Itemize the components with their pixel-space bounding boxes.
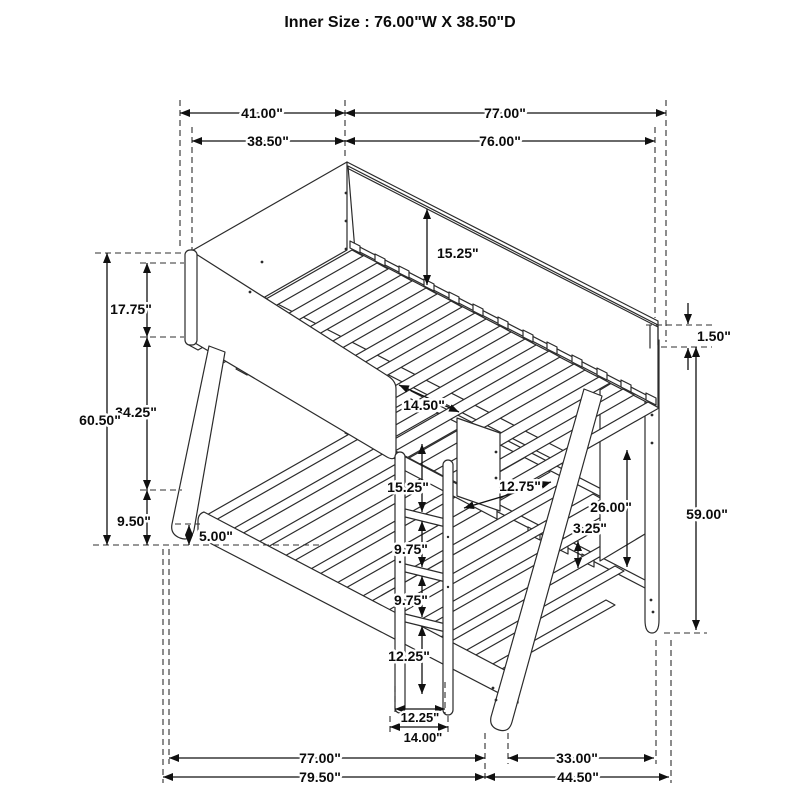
- dim-top-overall-depth: 41.00": [241, 105, 283, 121]
- dim-ladder-outer-width: 14.00": [404, 730, 443, 745]
- dim-rung-gap-upper: 9.75": [394, 541, 428, 557]
- ladder-left-rail: [394, 451, 406, 714]
- dimension-labels: 41.00" 77.00" 38.50" 76.00" 17.75" 34.25…: [77, 103, 734, 788]
- dim-bunk-gap: 34.25": [115, 404, 157, 420]
- dim-footboard-height: 26.00": [590, 499, 632, 515]
- dim-bottom-right-outer: 44.50": [557, 769, 599, 785]
- dim-top-inner-length: 76.00": [479, 133, 521, 149]
- dim-upper-rail-height: 17.75": [110, 301, 152, 317]
- dim-upper-guard-inner: 15.25": [437, 245, 479, 261]
- dim-bottom-inner-length: 77.00": [299, 750, 341, 766]
- dim-bottom-right-inner: 33.00": [556, 750, 598, 766]
- left-front-leg: [171, 345, 226, 540]
- extension-lines: [93, 100, 712, 783]
- dimension-lines: [103, 109, 700, 781]
- ladder: [394, 451, 454, 716]
- dim-guard-to-leg: 12.75": [499, 478, 541, 494]
- dim-lower-slat-lip: 3.25": [573, 520, 607, 536]
- dim-top-overall-length: 77.00": [484, 105, 526, 121]
- front-left-post: [184, 249, 198, 346]
- dim-top-inner-depth: 38.50": [247, 133, 289, 149]
- dim-ladder-top-gap: 15.25": [387, 479, 429, 495]
- upper-far-rail-top: [346, 161, 659, 349]
- lower-near-rail: [197, 511, 519, 704]
- dim-bottom-outer-length: 79.50": [299, 769, 341, 785]
- dim-lower-rail-height: 9.50": [117, 513, 151, 529]
- dim-ladder-inner-width: 12.25": [401, 710, 440, 725]
- drawing-title: Inner Size : 76.00"W X 38.50"D: [284, 14, 515, 31]
- guard-panel: [456, 417, 501, 512]
- dim-underbed-clearance: 5.00": [199, 528, 233, 544]
- dim-upper-lower-offset: 14.50": [403, 397, 445, 413]
- dim-leg-height: 59.00": [686, 506, 728, 522]
- dim-rail-to-leg-top: 1.50": [697, 328, 731, 344]
- dim-rung-gap-lower: 9.75": [394, 592, 428, 608]
- dim-overall-height: 60.50": [79, 412, 121, 428]
- right-front-leg: [490, 388, 603, 732]
- dim-ladder-bottom-gap: 12.25": [388, 648, 430, 664]
